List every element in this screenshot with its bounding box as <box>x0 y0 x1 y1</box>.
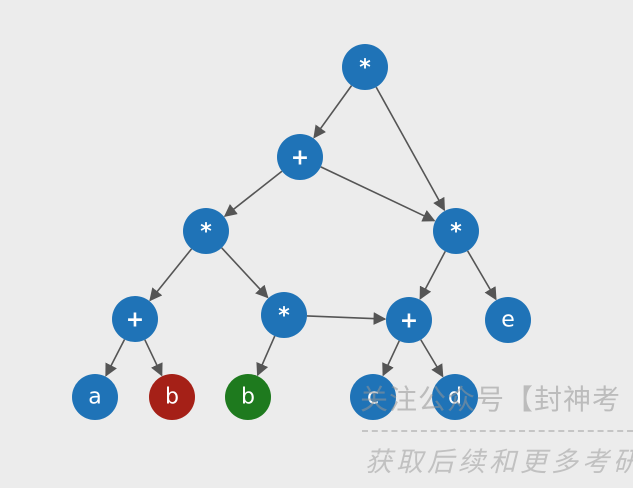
node-circle <box>433 208 479 254</box>
watermark-text: 关注公众号【封神考 <box>360 383 622 416</box>
nodes-layer: * + * * + * + e a b b c d <box>72 44 531 420</box>
node-circle <box>386 297 432 343</box>
node-label: + <box>126 308 144 333</box>
edge-n5-to-n10 <box>144 339 163 377</box>
node-circle <box>350 374 396 420</box>
edge-n6-to-n7 <box>306 312 387 325</box>
node-label: + <box>291 146 309 171</box>
edge-n7-to-n12 <box>382 340 400 377</box>
edge-n1-to-n4 <box>375 86 446 212</box>
dag-node-n9: a <box>72 374 118 420</box>
dag-node-n12: c <box>350 374 396 420</box>
dag-node-n8: e <box>485 297 531 343</box>
edges-layer <box>105 85 497 378</box>
node-label: + <box>400 309 418 334</box>
node-label: * <box>200 220 212 245</box>
edge-n4-to-n8 <box>466 250 497 301</box>
node-label: e <box>501 308 515 333</box>
watermark-subtext: 获取后续和更多考研 <box>365 447 633 478</box>
dag-node-n7: + <box>386 297 432 343</box>
node-label: c <box>367 385 379 410</box>
edge-n1-to-n2 <box>313 85 353 139</box>
edge-n2-to-n3 <box>223 170 283 217</box>
node-circle <box>432 374 478 420</box>
edge-n5-to-n9 <box>105 339 126 377</box>
node-label: d <box>448 385 462 410</box>
node-label: * <box>450 220 462 245</box>
edge-n3-to-n5 <box>149 248 193 302</box>
node-label: b <box>241 385 255 410</box>
edge-n4-to-n7 <box>419 250 446 300</box>
watermark-divider <box>362 430 633 432</box>
dag-node-n11: b <box>225 374 271 420</box>
node-circle <box>112 296 158 342</box>
node-circle <box>261 292 307 338</box>
dag-node-n13: d <box>432 374 478 420</box>
edge-n7-to-n13 <box>420 339 444 378</box>
dag-node-n10: b <box>149 374 195 420</box>
dag-node-n4: * <box>433 208 479 254</box>
node-circle <box>183 208 229 254</box>
dag-node-n3: * <box>183 208 229 254</box>
node-circle <box>72 374 118 420</box>
node-circle <box>277 134 323 180</box>
edge-n3-to-n6 <box>221 247 269 299</box>
node-circle <box>485 297 531 343</box>
dag-node-n1: * <box>342 44 388 90</box>
node-circle <box>225 374 271 420</box>
node-circle <box>342 44 388 90</box>
edge-n6-to-n11 <box>256 335 276 377</box>
dag-node-n6: * <box>261 292 307 338</box>
node-label: * <box>278 304 290 329</box>
node-label: * <box>359 56 371 81</box>
node-label: b <box>165 385 179 410</box>
edge-n2-to-n4 <box>320 166 436 222</box>
dag-node-n5: + <box>112 296 158 342</box>
dag-node-n2: + <box>277 134 323 180</box>
node-circle <box>149 374 195 420</box>
node-label: a <box>88 385 101 410</box>
